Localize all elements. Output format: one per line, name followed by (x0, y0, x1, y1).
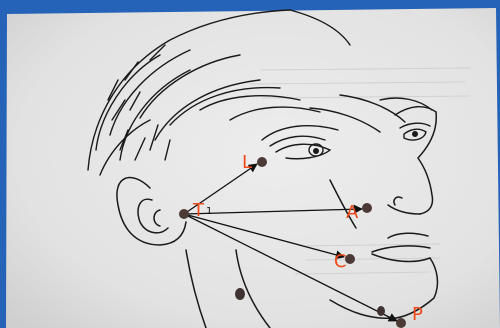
label-c: C (334, 251, 347, 272)
landmark-point-p (396, 318, 406, 328)
pupil (313, 148, 319, 154)
landmark-point-a (362, 203, 372, 213)
paper-background (6, 8, 500, 328)
label-a: A (346, 202, 359, 223)
label-p: P (412, 304, 423, 325)
landmark-point-l (257, 157, 267, 167)
landmark-point-t (179, 209, 189, 219)
pupil (412, 131, 418, 137)
label-l: L (242, 152, 252, 173)
angle-mark: 1 (206, 206, 212, 217)
label-t: T (192, 200, 205, 221)
mark-spot (377, 306, 385, 316)
mark-spot (235, 288, 245, 300)
